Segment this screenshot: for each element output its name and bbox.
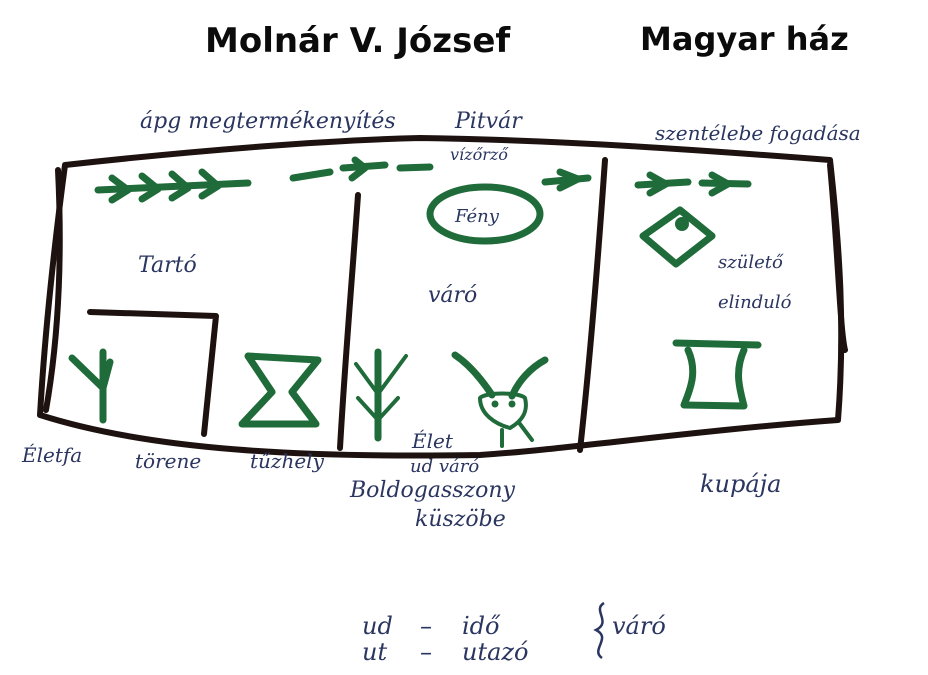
- cup-icon: [672, 339, 762, 410]
- label-viz-oro: vízőrző: [450, 145, 509, 164]
- legend-bracket-label: váró: [612, 612, 666, 640]
- label-elindulo: elinduló: [718, 292, 792, 313]
- hourglass-icon: [238, 352, 322, 428]
- legend-ido: idő: [462, 612, 501, 640]
- fork-tree-icon: [68, 348, 114, 424]
- legend-dash-2: –: [420, 638, 432, 666]
- legend-ut: ut: [362, 638, 387, 666]
- subject-title: Magyar ház: [640, 20, 849, 58]
- stove-outline: [87, 309, 219, 437]
- legend-dash-1: –: [420, 612, 432, 640]
- diamond-eye-icon: [639, 206, 716, 268]
- label-top-left: ápg megtermékenyítés: [140, 109, 396, 134]
- legend-utazo: utazó: [462, 638, 529, 666]
- label-tuzhely: tűzhely: [250, 449, 325, 473]
- author-title: Molnár V. József: [205, 21, 511, 61]
- label-pitvar: Pitvár: [454, 109, 523, 134]
- label-top-right: szentélebe fogadása: [655, 121, 861, 145]
- rabbit-figure-icon: [451, 351, 549, 448]
- label-eletfa: Életfa: [21, 443, 82, 467]
- label-feny: Fény: [454, 206, 500, 227]
- label-elet: Élet: [411, 429, 454, 453]
- room-divider-left: [337, 192, 361, 451]
- room-divider-right: [577, 157, 608, 453]
- house-outline: [37, 135, 845, 459]
- small-tree-icon: [354, 348, 408, 442]
- dash-marks-top-middle: [289, 156, 434, 182]
- legend: ud – idő ut – utazó váró: [362, 601, 666, 666]
- label-ud-varo: ud váró: [410, 456, 479, 477]
- house-outline-left-edge: [43, 167, 63, 413]
- label-szuleto: születő: [718, 252, 784, 273]
- light-oval-icon: [426, 183, 544, 245]
- branch-left-icon: [94, 168, 252, 204]
- arrow-branch-icon: [541, 168, 592, 192]
- label-varo-middle: váró: [428, 283, 477, 308]
- label-kupaja: kupája: [700, 470, 781, 498]
- legend-ud: ud: [362, 612, 393, 640]
- branch-right-icon: [634, 171, 752, 197]
- label-kuszobe: küszöbe: [415, 507, 506, 532]
- label-tarto: Tartó: [138, 253, 197, 278]
- house-outline-right-edge: [827, 162, 848, 353]
- label-torene: törene: [135, 449, 201, 473]
- label-boldogasszony: Boldogasszony: [349, 478, 516, 503]
- legend-bracket-icon: [593, 601, 605, 660]
